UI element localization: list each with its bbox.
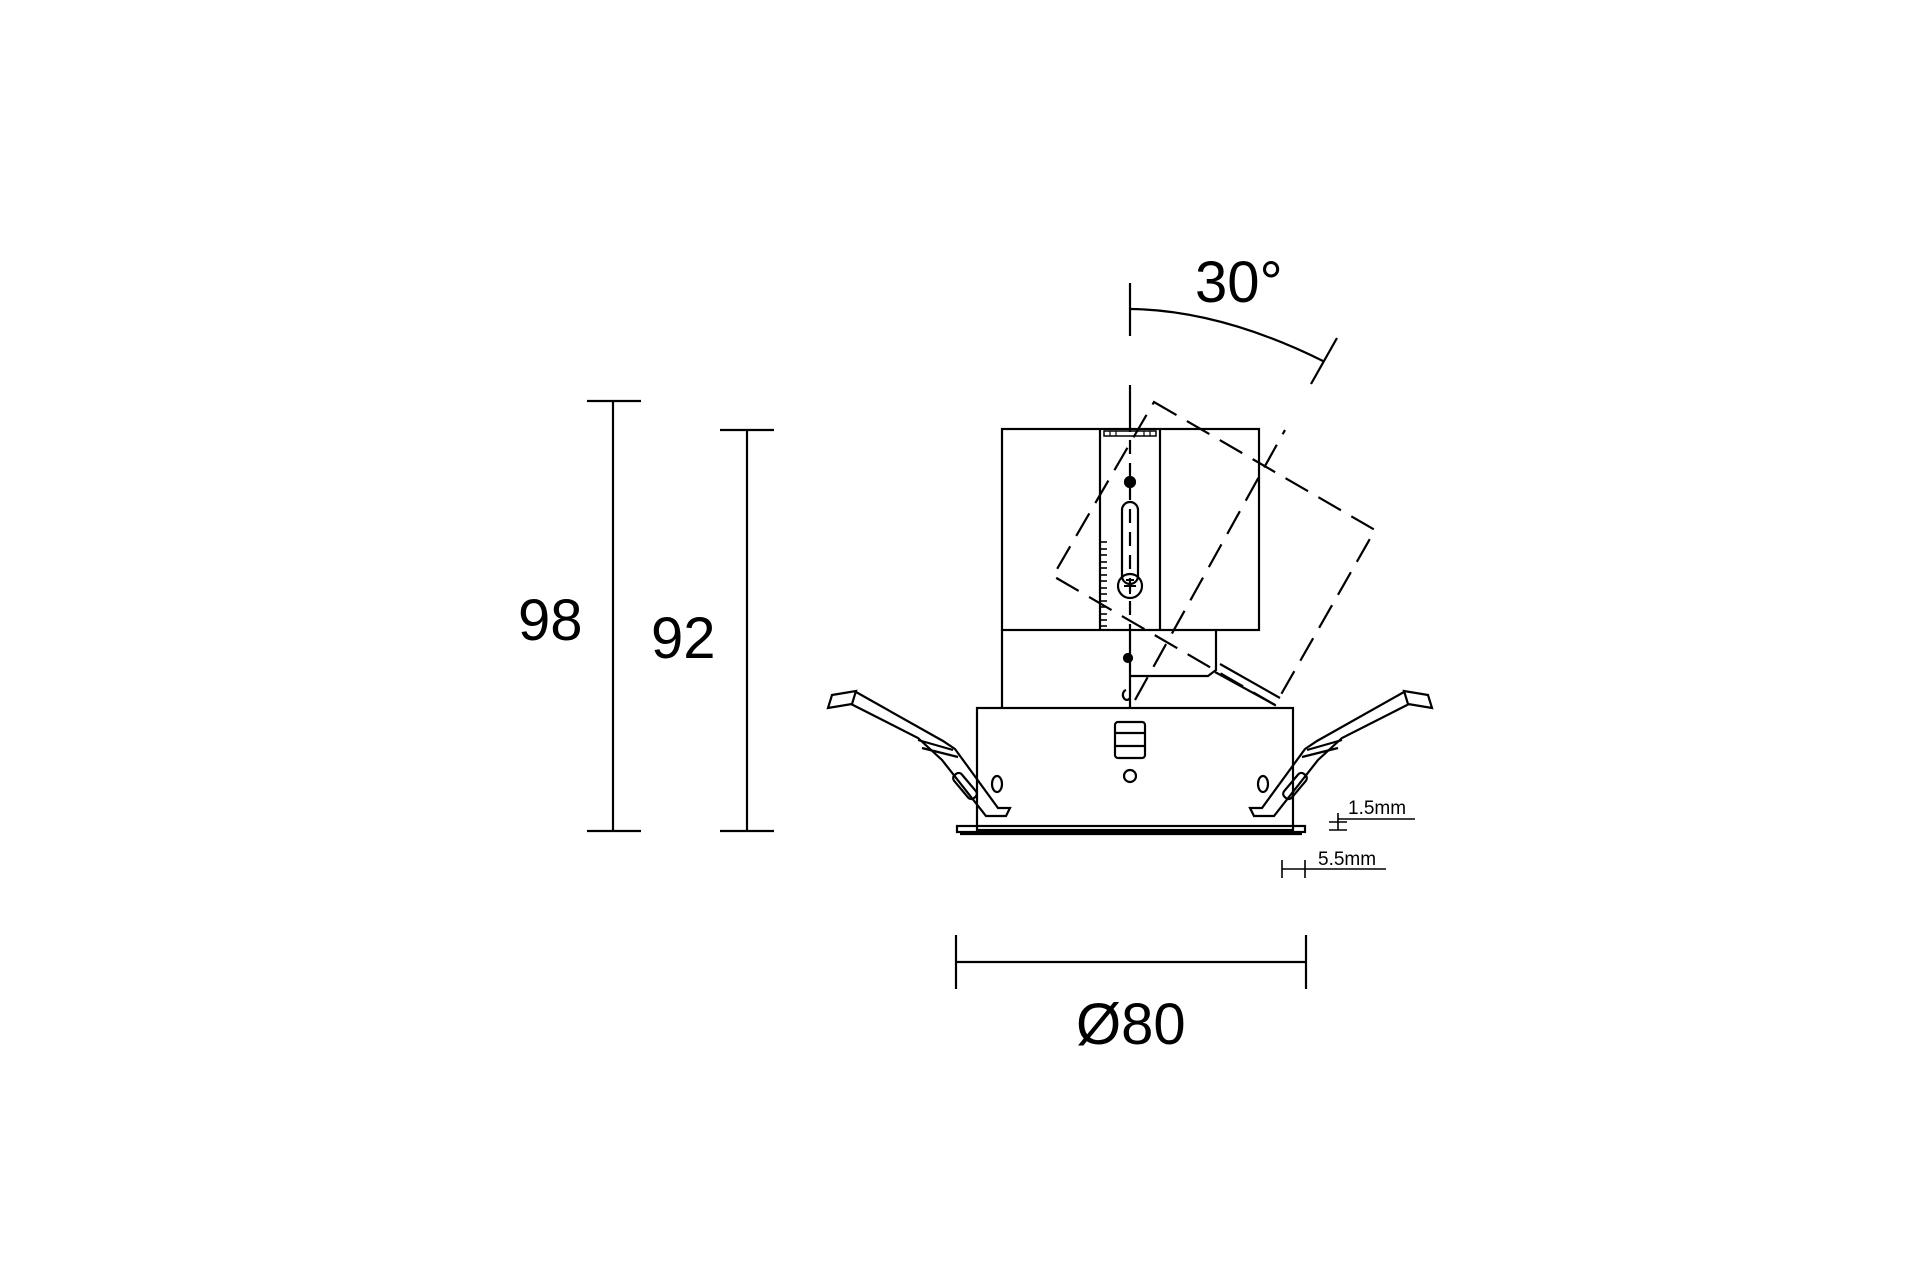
locking-screw-icon — [1116, 572, 1144, 600]
trim-overhang-dimension — [1281, 860, 1386, 878]
trim-thickness-label: 1.5mm — [1348, 798, 1406, 819]
body-height-label: 92 — [651, 606, 716, 671]
tilt-angle-label: 30° — [1195, 250, 1283, 315]
trim-thickness-dimension — [1329, 813, 1415, 831]
spring-clip-right — [1248, 689, 1434, 818]
pivot-screw-icon — [1123, 475, 1137, 489]
diameter-dimension — [954, 935, 1308, 989]
overall-height-label: 98 — [518, 588, 583, 653]
lamp-neck — [1000, 630, 1281, 708]
connector-icon — [1113, 720, 1147, 760]
overall-height-dimension — [587, 399, 641, 833]
diameter-label: Ø80 — [1076, 992, 1186, 1057]
angle-scale — [1101, 541, 1107, 627]
tilt-angle-dimension — [1128, 283, 1338, 432]
tilted-head-outline — [1051, 400, 1377, 707]
lamp-head — [1000, 427, 1261, 632]
trim-ring — [955, 824, 1307, 836]
spring-clip-left — [826, 689, 1012, 818]
body-height-dimension — [720, 428, 774, 833]
indicator-hole — [1122, 768, 1138, 784]
trim-overhang-label: 5.5mm — [1318, 849, 1376, 870]
housing — [975, 706, 1295, 832]
